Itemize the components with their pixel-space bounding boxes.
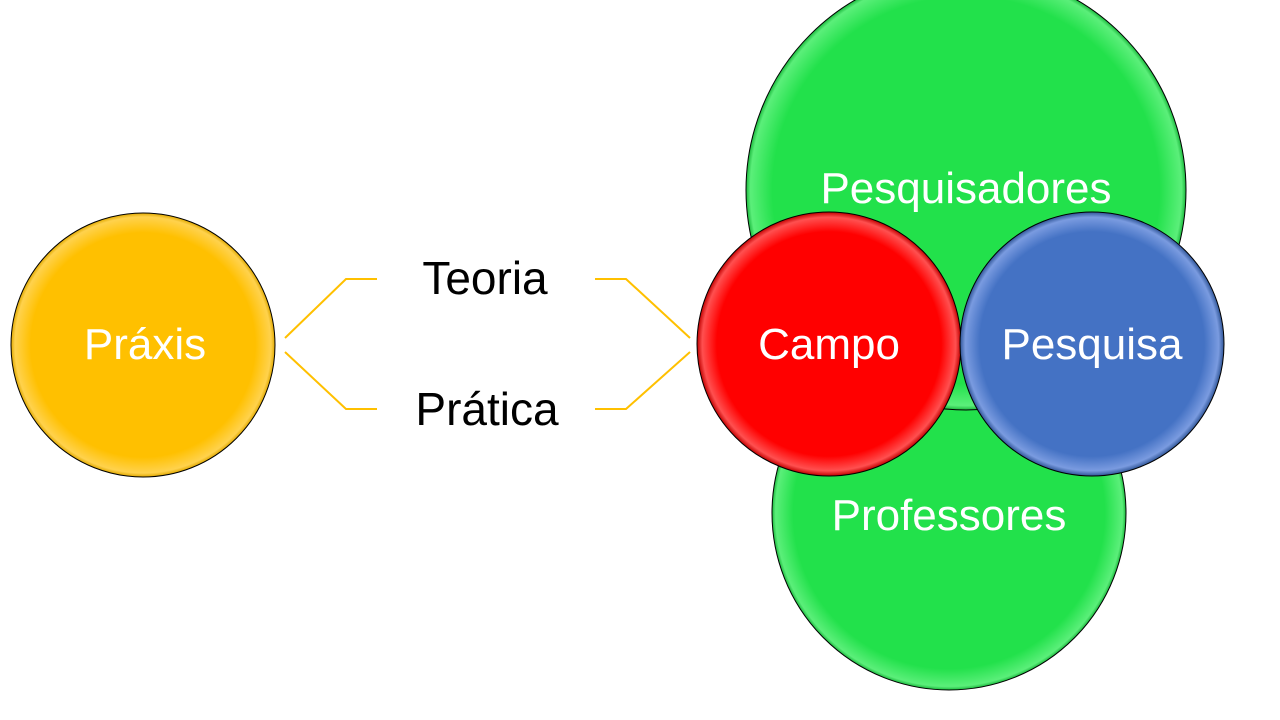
campo-label: Campo [758,320,900,369]
left-connectors [284,278,377,410]
pesquisadores-label: Pesquisadores [820,164,1111,213]
pratica-label: Prática [415,383,559,435]
connector-pratica-campo [595,351,691,410]
professores-label: Professores [832,491,1067,540]
connector-praxis-pratica [284,351,377,410]
teoria-label: Teoria [422,252,548,304]
praxis-node: Práxis [10,212,276,478]
praxis-circle [10,212,276,478]
connector-praxis-teoria [284,278,377,339]
praxis-label: Práxis [84,320,206,369]
pesquisa-node: Pesquisa [959,211,1225,477]
connector-teoria-campo [595,278,691,339]
campo-node: Campo [696,211,962,477]
right-connectors [595,278,691,410]
pesquisa-circle [959,211,1225,477]
pesquisa-label: Pesquisa [1001,320,1183,369]
